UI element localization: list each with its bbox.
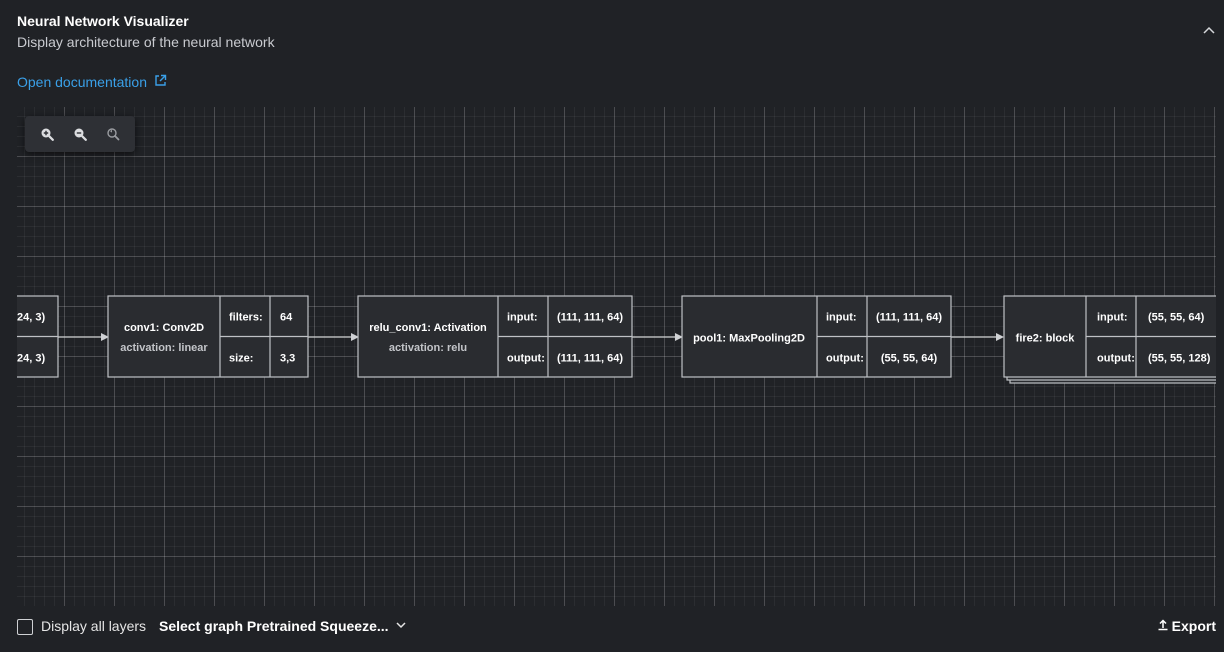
graph-canvas[interactable]: 24, 3) 24, 3)	[17, 107, 1216, 606]
zoom-out-icon[interactable]	[68, 122, 92, 146]
layer-node-fire2[interactable]: fire2: block input: (55, 55, 64) output:…	[1003, 295, 1216, 384]
attr-value: (111, 111, 64)	[876, 312, 942, 324]
attr-key: output:	[1097, 353, 1135, 365]
attr-value: (111, 111, 64)	[557, 312, 623, 324]
attr-value: (55, 55, 64)	[881, 353, 938, 365]
export-button[interactable]: Export	[1157, 618, 1216, 634]
layer-name: fire2: block	[1016, 333, 1076, 345]
reset-zoom-icon[interactable]	[101, 122, 125, 146]
display-all-layers-checkbox[interactable]	[17, 619, 33, 635]
layer-node-conv1[interactable]: conv1: Conv2D activation: linear filters…	[107, 295, 309, 378]
select-graph-dropdown[interactable]: Select graph Pretrained Squeeze...	[159, 618, 407, 634]
chevron-down-icon	[395, 618, 407, 634]
select-graph-value: Select graph Pretrained Squeeze...	[159, 618, 389, 634]
partial-node-value: 24, 3)	[17, 312, 45, 324]
open-documentation-label: Open documentation	[17, 74, 147, 90]
external-link-icon	[154, 74, 167, 90]
upload-icon	[1157, 618, 1169, 634]
panel-subtitle: Display architecture of the neural netwo…	[17, 34, 275, 50]
edge	[632, 333, 683, 341]
display-all-layers-label: Display all layers	[41, 618, 147, 634]
partial-input-node[interactable]: 24, 3) 24, 3)	[17, 295, 59, 378]
collapse-chevron-up-icon[interactable]	[1200, 22, 1218, 40]
open-documentation-link[interactable]: Open documentation	[17, 74, 167, 90]
partial-node-value: 24, 3)	[17, 353, 45, 365]
attr-value: (55, 55, 64)	[1148, 312, 1205, 324]
attr-value: (55, 55, 128)	[1148, 353, 1211, 365]
attr-key: input:	[507, 312, 538, 324]
layer-node-relu-conv1[interactable]: relu_conv1: Activation activation: relu …	[357, 295, 633, 378]
zoom-toolbar	[25, 116, 135, 152]
network-graph: 24, 3) 24, 3)	[17, 295, 1216, 384]
attr-key: output:	[507, 353, 545, 365]
panel-title: Neural Network Visualizer	[17, 13, 189, 29]
attr-key: input:	[1097, 312, 1128, 324]
attr-key: input:	[826, 312, 857, 324]
attr-key: filters:	[229, 312, 263, 324]
footer-bar: Display all layers Select graph Pretrain…	[17, 617, 1216, 637]
layer-subtitle: activation: relu	[389, 342, 467, 354]
layer-name: pool1: MaxPooling2D	[693, 333, 805, 345]
layer-name: conv1: Conv2D	[124, 322, 204, 334]
attr-value: 64	[280, 312, 293, 324]
attr-value: (111, 111, 64)	[557, 353, 623, 365]
attr-key: output:	[826, 353, 864, 365]
zoom-in-icon[interactable]	[35, 122, 59, 146]
layer-name: relu_conv1: Activation	[369, 322, 487, 334]
attr-value: 3,3	[280, 353, 295, 365]
attr-key: size:	[229, 353, 253, 365]
export-label: Export	[1171, 618, 1216, 634]
layer-subtitle: activation: linear	[120, 342, 208, 354]
edge	[58, 333, 109, 341]
edge	[308, 333, 359, 341]
edge	[951, 333, 1004, 341]
layer-node-pool1[interactable]: pool1: MaxPooling2D input: (111, 111, 64…	[681, 295, 952, 378]
